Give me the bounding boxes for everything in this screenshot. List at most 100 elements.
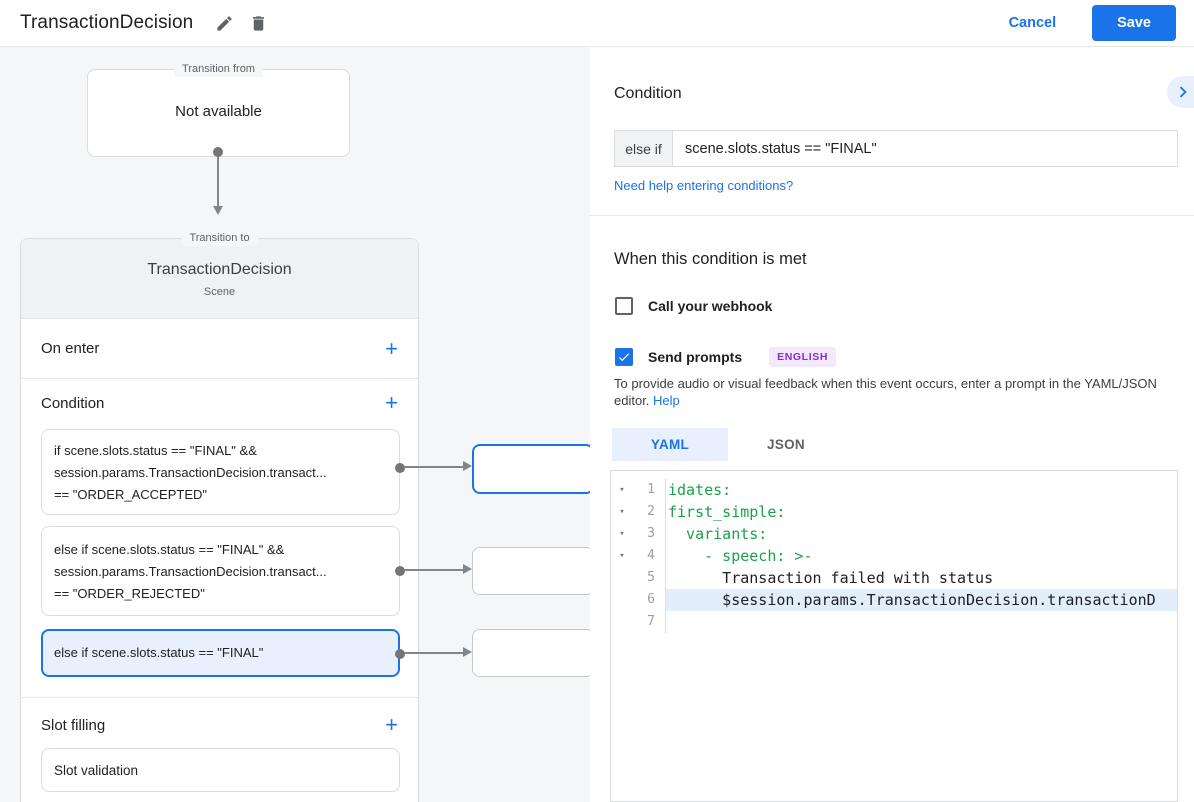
connector-dot xyxy=(395,463,405,473)
code-text[interactable]: Transaction failed with status xyxy=(665,567,1177,589)
transition-to-legend: Transition to xyxy=(181,231,258,246)
slot-filling-section: Slot filling + xyxy=(21,701,418,749)
connector-line xyxy=(404,652,463,654)
add-condition-button[interactable]: + xyxy=(385,390,398,415)
transition-target-node-selected[interactable] xyxy=(472,444,594,494)
fold-arrow-icon[interactable]: ▾ xyxy=(619,551,625,561)
code-text[interactable]: - speech: >- xyxy=(665,545,1177,567)
prompt-hint: To provide audio or visual feedback when… xyxy=(614,376,1174,409)
code-text[interactable]: $session.params.TransactionDecision.tran… xyxy=(665,589,1177,611)
slot-validation-label: Slot validation xyxy=(54,762,139,778)
cancel-button[interactable]: Cancel xyxy=(1008,15,1057,31)
connector-dot xyxy=(213,147,223,157)
condition-section: Condition + xyxy=(21,379,418,427)
add-slot-button[interactable]: + xyxy=(385,712,398,737)
transition-from-value: Not available xyxy=(175,103,262,120)
page-title: TransactionDecision xyxy=(20,12,194,33)
condition-card-order-rejected[interactable]: else if scene.slots.status == "FINAL" &&… xyxy=(41,526,400,616)
transition-from-legend: Transition from xyxy=(174,62,263,77)
panel-divider xyxy=(590,215,1194,216)
tab-yaml[interactable]: YAML xyxy=(612,428,728,461)
transition-from-node: Transition from Not available xyxy=(87,62,350,157)
line-number: 6 xyxy=(647,592,655,607)
fold-spacer xyxy=(611,567,633,589)
add-on-enter-button[interactable]: + xyxy=(385,335,398,361)
chevron-right-icon xyxy=(1179,86,1187,98)
connector-dot xyxy=(395,566,405,576)
arrow-right-icon xyxy=(463,647,472,657)
editor-line: ▾ 3 variants: xyxy=(611,523,1177,545)
condition-section-label: Condition xyxy=(41,394,105,412)
check-icon xyxy=(618,353,630,362)
call-webhook-checkbox[interactable] xyxy=(615,297,633,315)
scene-type: Scene xyxy=(203,286,236,298)
help-link[interactable]: Help xyxy=(653,392,680,408)
condition-card-selected[interactable]: else if scene.slots.status == "FINAL" xyxy=(41,629,400,677)
condition-prefix: else if xyxy=(615,131,673,166)
condition-text: else if scene.slots.status == "FINAL" && xyxy=(54,542,285,557)
code-text[interactable] xyxy=(665,611,1177,633)
line-number: 7 xyxy=(647,614,655,629)
panel-title: Condition xyxy=(614,85,682,102)
condition-text: == "ORDER_REJECTED" xyxy=(54,586,205,601)
condition-card-order-accepted[interactable]: if scene.slots.status == "FINAL" && sess… xyxy=(41,429,400,515)
condition-detail-panel: Condition else if Need help entering con… xyxy=(590,47,1194,802)
scene-header: TransactionDecision Scene xyxy=(21,239,418,319)
send-prompts-label: Send prompts xyxy=(648,349,743,365)
condition-help-link[interactable]: Need help entering conditions? xyxy=(614,178,794,193)
editor-line: ▾ 4 - speech: >- xyxy=(611,545,1177,567)
code-text[interactable]: variants: xyxy=(665,523,1177,545)
fold-spacer xyxy=(611,589,633,611)
connector-line xyxy=(217,157,219,206)
pencil-icon xyxy=(217,15,232,31)
collapse-panel-button[interactable] xyxy=(1167,76,1194,108)
fold-spacer xyxy=(611,611,633,633)
tab-json[interactable]: JSON xyxy=(767,437,805,452)
condition-text: else if scene.slots.status == "FINAL" xyxy=(54,645,264,660)
arrow-down-icon xyxy=(213,206,223,215)
condition-text: if scene.slots.status == "FINAL" && xyxy=(54,443,257,458)
editor-line: ▾ 1 idates: xyxy=(611,479,1177,501)
scene-name: TransactionDecision xyxy=(147,261,292,278)
call-webhook-label: Call your webhook xyxy=(648,298,773,314)
connector-line xyxy=(404,466,463,468)
save-button[interactable]: Save xyxy=(1092,5,1176,41)
condition-input-row: else if xyxy=(614,130,1178,167)
on-enter-section: On enter + xyxy=(21,319,418,379)
edit-scene-button[interactable] xyxy=(207,6,241,40)
connector-line xyxy=(404,569,463,571)
trash-icon xyxy=(252,15,264,31)
condition-input[interactable] xyxy=(673,131,1177,166)
arrow-right-icon xyxy=(463,461,472,471)
editor-line: 7 xyxy=(611,611,1177,633)
transition-target-node[interactable] xyxy=(472,547,594,595)
code-text[interactable]: first_simple: xyxy=(665,501,1177,523)
line-number: 1 xyxy=(647,482,655,497)
webhook-row: Call your webhook xyxy=(615,297,772,315)
send-prompts-row: Send prompts ENGLISH xyxy=(615,347,836,367)
connector-dot xyxy=(395,649,405,659)
line-number: 2 xyxy=(647,504,655,519)
transition-target-node[interactable] xyxy=(472,629,594,677)
prompt-hint-text: To provide audio or visual feedback when… xyxy=(614,376,1157,408)
send-prompts-checkbox[interactable] xyxy=(615,348,633,366)
slot-filling-label: Slot filling xyxy=(41,716,106,734)
top-bar: TransactionDecision Cancel Save xyxy=(0,0,1194,47)
condition-text: == "ORDER_ACCEPTED" xyxy=(54,487,207,502)
fold-arrow-icon[interactable]: ▾ xyxy=(619,507,625,517)
editor-tabs: YAML JSON xyxy=(612,428,844,461)
section-divider xyxy=(21,697,418,698)
delete-scene-button[interactable] xyxy=(241,6,275,40)
slot-validation-card[interactable]: Slot validation xyxy=(41,748,400,792)
fold-arrow-icon[interactable]: ▾ xyxy=(619,529,625,539)
editor-line: ▾ 2 first_simple: xyxy=(611,501,1177,523)
condition-text: session.params.TransactionDecision.trans… xyxy=(54,564,327,579)
arrow-right-icon xyxy=(463,564,472,574)
fold-arrow-icon[interactable]: ▾ xyxy=(619,485,625,495)
line-number: 5 xyxy=(647,570,655,585)
code-text[interactable]: idates: xyxy=(665,479,1177,501)
line-number: 4 xyxy=(647,548,655,563)
language-badge: ENGLISH xyxy=(769,347,836,367)
yaml-editor[interactable]: ▾ 1 idates: ▾ 2 first_simple: ▾ 3 varian… xyxy=(610,470,1178,802)
